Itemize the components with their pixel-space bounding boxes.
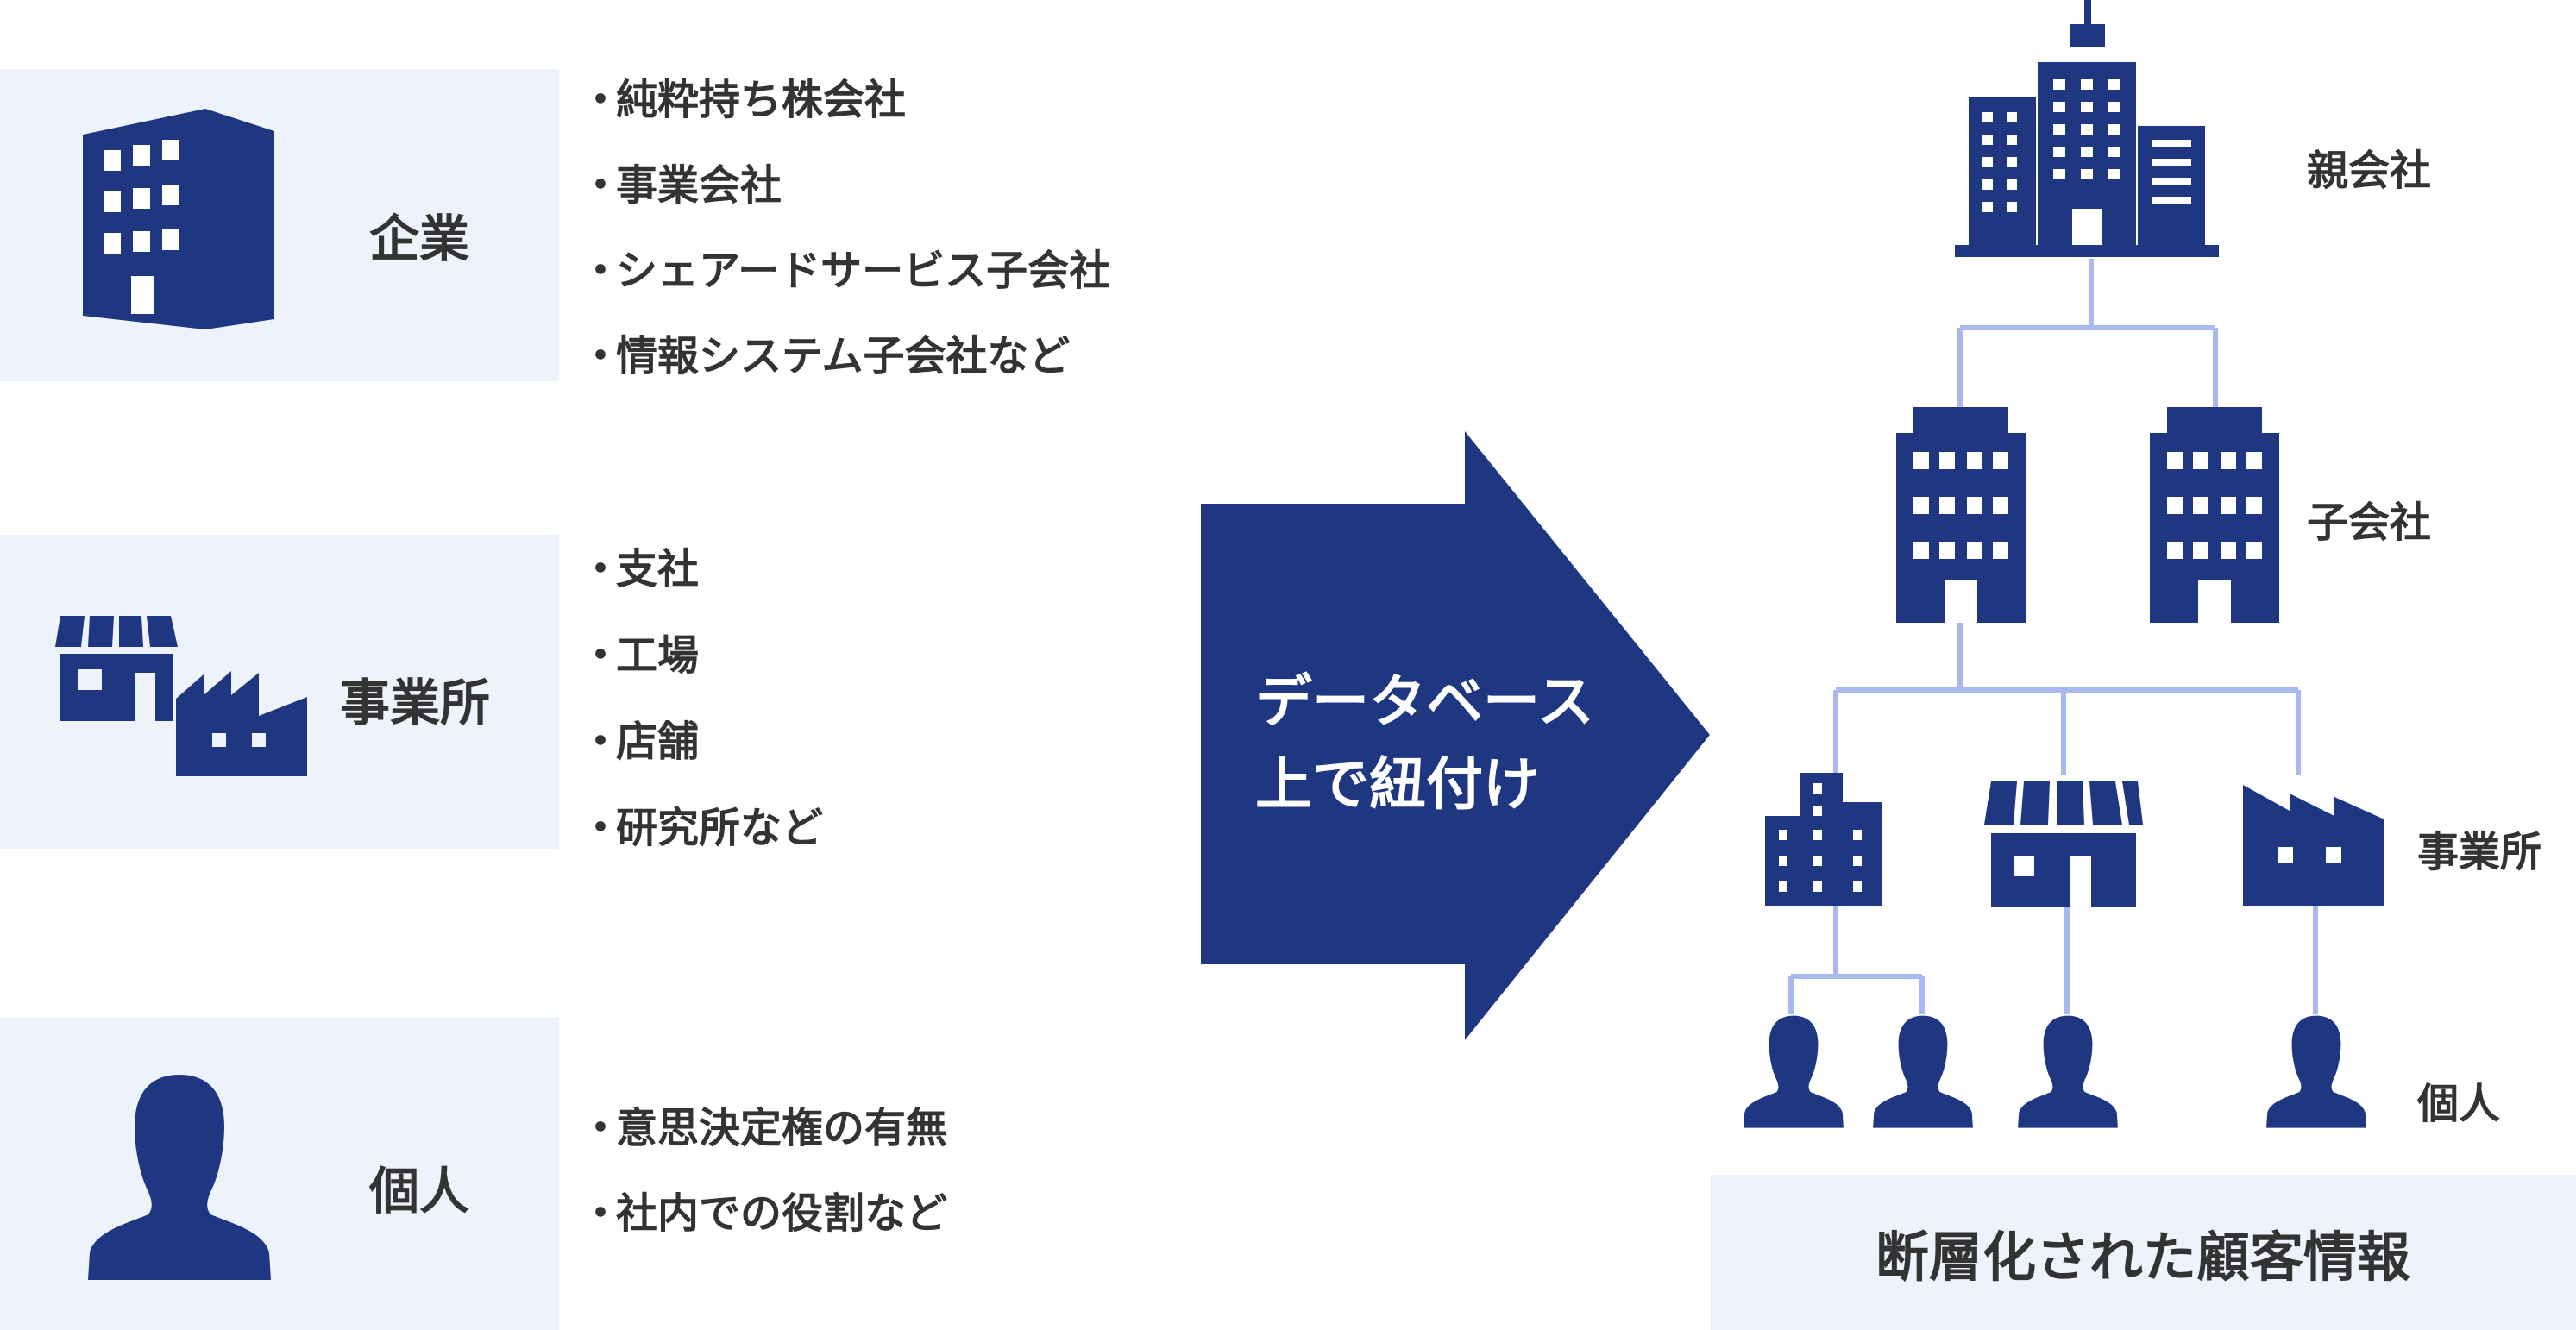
item-text: 工場 [616, 631, 700, 680]
person-icon [2266, 1015, 2366, 1128]
bullet-mark: ・ [580, 76, 622, 124]
category-label-kojin: 個人 [369, 1162, 470, 1220]
person-icon [1873, 1015, 1973, 1128]
result-label: 断層化された顧客情報 [1710, 1175, 2576, 1330]
list-item: ・支社 [580, 549, 823, 590]
list-item: ・意思決定権の有無 [580, 1107, 947, 1149]
subsidiary-building-icon [2150, 407, 2279, 623]
arrow-text-line1: データベース [1255, 668, 1594, 735]
bullet-mark: ・ [580, 545, 622, 593]
person-icon [1744, 1015, 1844, 1128]
category-label-jigyosho: 事業所 [340, 674, 491, 732]
parent-company-building-icon [1955, 0, 2219, 257]
list-item: ・事業会社 [580, 165, 1110, 206]
office-small-building-icon [1765, 773, 1882, 906]
list-item: ・純粋持ち株会社 [580, 79, 1110, 121]
parent-company-label: 親会社 [2307, 147, 2432, 195]
individual-label: 個人 [2417, 1080, 2501, 1128]
list-item: ・工場 [580, 635, 823, 676]
bullet-mark: ・ [580, 247, 622, 295]
right-arrow-shape [1201, 431, 1710, 1040]
category-items-jigyosho: ・支社 ・工場 ・店舗 ・研究所など [580, 549, 823, 849]
item-text: 店舗 [616, 718, 700, 766]
store-icon [1984, 781, 2143, 907]
bullet-mark: ・ [580, 1189, 622, 1238]
person-icon [88, 1075, 271, 1280]
subsidiary-building-icon [1896, 407, 2026, 623]
list-item: ・社内での役割など [580, 1193, 947, 1234]
office-label: 事業所 [2417, 828, 2542, 876]
item-text: 社内での役割など [616, 1189, 948, 1238]
item-text: 支社 [616, 545, 700, 593]
arrow-text-line2: 上で紐付け [1255, 751, 1540, 818]
store-and-factory-icon [55, 616, 307, 776]
factory-icon [2243, 785, 2384, 906]
item-text: 研究所など [616, 804, 824, 852]
list-item: ・店舗 [580, 721, 823, 762]
item-text: 純粋持ち株会社 [616, 76, 907, 124]
category-items-kojin: ・意思決定権の有無 ・社内での役割など [580, 1107, 947, 1234]
category-items-kigyo: ・純粋持ち株会社 ・事業会社 ・シェアードサービス子会社 ・情報システム子会社な… [580, 79, 1110, 377]
bullet-mark: ・ [580, 804, 622, 852]
bullet-mark: ・ [580, 718, 622, 766]
bullet-mark: ・ [580, 1104, 622, 1152]
list-item: ・シェアードサービス子会社 [580, 250, 1110, 292]
item-text: 事業会社 [616, 161, 782, 210]
list-item: ・研究所など [580, 807, 823, 849]
office-building-icon [83, 109, 274, 329]
subsidiary-label: 子会社 [2307, 499, 2432, 547]
item-text: 意思決定権の有無 [616, 1104, 948, 1152]
person-icon [2018, 1015, 2118, 1128]
item-text: 情報システム子会社など [616, 332, 1071, 380]
category-label-kigyo: 企業 [369, 210, 470, 268]
bullet-mark: ・ [580, 631, 622, 680]
list-item: ・情報システム子会社など [580, 336, 1110, 377]
item-text: シェアードサービス子会社 [616, 247, 1111, 295]
bullet-mark: ・ [580, 161, 622, 210]
bullet-mark: ・ [580, 332, 622, 380]
